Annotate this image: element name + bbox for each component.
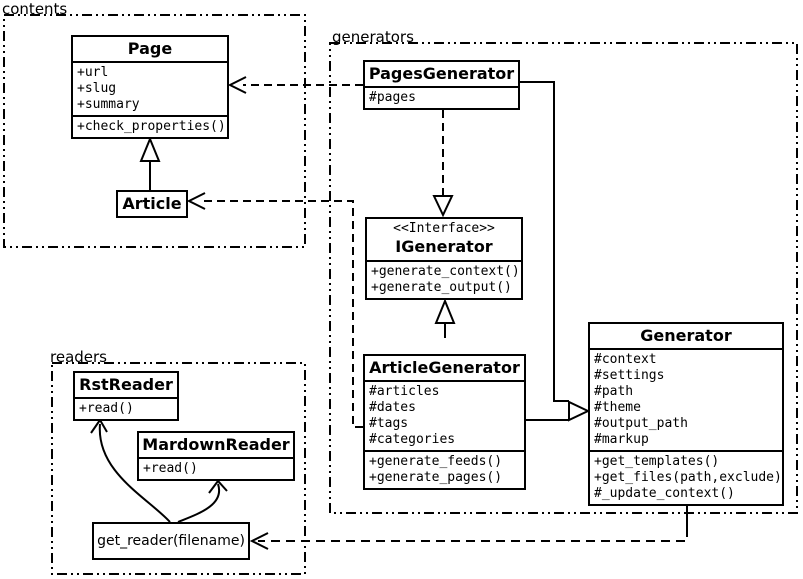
attribute: #context: [594, 352, 657, 367]
attribute: #articles: [369, 384, 440, 399]
method: +read(): [143, 461, 198, 476]
package-label-readers: readers: [50, 348, 107, 366]
stereotype: <<Interface>>: [393, 221, 495, 236]
class-name: ArticleGenerator: [369, 358, 520, 377]
attribute: +slug: [77, 81, 117, 96]
methods-compartment: +read(): [75, 397, 177, 419]
package-readers-border: [51, 362, 306, 575]
class-igenerator[interactable]: <<Interface>> IGenerator +generate_conte…: [365, 217, 523, 300]
method: +get_files(path,exclude): [594, 470, 782, 485]
function-label: get_reader(filename): [97, 533, 245, 549]
method: +generate_feeds(): [369, 454, 503, 469]
method: +generate_output(): [371, 280, 512, 295]
arrowhead-triangle-igenerator-top: [432, 195, 454, 218]
class-mardownreader[interactable]: MardownReader +read(): [137, 431, 295, 481]
method: +get_templates(): [594, 454, 720, 469]
class-generator[interactable]: Generator #context #settings #path #them…: [588, 322, 784, 506]
package-label-contents: contents: [2, 0, 68, 18]
edge-articlegenerator-uses-article: [202, 200, 363, 428]
edge-generator-uses-getreader: [258, 528, 688, 542]
methods-compartment: +generate_feeds() +generate_pages(): [365, 450, 524, 488]
class-name: RstReader: [79, 375, 173, 394]
attribute: #tags: [369, 416, 409, 431]
arrowhead-open-mardownreader: [208, 479, 228, 494]
method: +check_properties(): [77, 119, 226, 134]
method: +generate_pages(): [369, 470, 503, 485]
class-articlegenerator[interactable]: ArticleGenerator #articles #dates #tags …: [363, 354, 526, 490]
arrowhead-open-article: [186, 192, 206, 210]
class-rstreader[interactable]: RstReader +read(): [73, 371, 179, 421]
attributes-compartment: #pages: [365, 86, 518, 108]
attribute: #path: [594, 384, 634, 399]
attribute: #categories: [369, 432, 456, 447]
class-pagesgenerator[interactable]: PagesGenerator #pages: [363, 60, 520, 110]
method: #_update_context(): [594, 486, 735, 501]
package-generators-border: [329, 42, 798, 514]
edge-pagesgenerator-extends-generator: [520, 81, 569, 402]
class-name: IGenerator: [395, 237, 493, 256]
attribute: +summary: [77, 97, 140, 112]
package-label-generators: generators: [332, 28, 414, 46]
attribute: +url: [77, 65, 109, 80]
attribute: #markup: [594, 432, 649, 447]
methods-compartment: +read(): [139, 457, 293, 479]
class-name: Article: [122, 194, 182, 213]
class-name: PagesGenerator: [368, 64, 515, 83]
class-article[interactable]: Article: [116, 190, 188, 218]
package-contents-border: [3, 14, 306, 248]
attribute: #pages: [369, 90, 416, 105]
attribute: #output_path: [594, 416, 688, 431]
method: +read(): [79, 401, 134, 416]
attributes-compartment: #context #settings #path #theme #output_…: [590, 348, 782, 450]
methods-compartment: +generate_context() +generate_output(): [367, 260, 521, 298]
function-get-reader[interactable]: get_reader(filename): [92, 522, 250, 560]
arrowhead-triangle-igenerator-bottom: [434, 298, 456, 324]
class-name: MardownReader: [142, 435, 290, 454]
class-page[interactable]: Page +url +slug +summary +check_properti…: [71, 35, 229, 139]
attribute: #settings: [594, 368, 665, 383]
arrowhead-open-getreader: [249, 532, 269, 550]
method: +generate_context(): [371, 264, 520, 279]
attribute: #dates: [369, 400, 416, 415]
methods-compartment: +get_templates() +get_files(path,exclude…: [590, 450, 782, 504]
edge-getreader-to-mardownreader: [177, 483, 221, 523]
methods-compartment: +check_properties(): [73, 115, 227, 137]
arrowhead-triangle-page: [139, 136, 161, 162]
arrowhead-triangle-generator: [568, 400, 591, 422]
arrowhead-open-page: [227, 76, 247, 94]
attributes-compartment: +url +slug +summary: [73, 61, 227, 115]
attribute: #theme: [594, 400, 641, 415]
class-name: Page: [127, 39, 173, 58]
class-name: Generator: [640, 326, 732, 345]
edge-getreader-to-rstreader: [98, 423, 171, 523]
attributes-compartment: #articles #dates #tags #categories: [365, 380, 524, 450]
class-header: <<Interface>> IGenerator: [367, 219, 521, 260]
